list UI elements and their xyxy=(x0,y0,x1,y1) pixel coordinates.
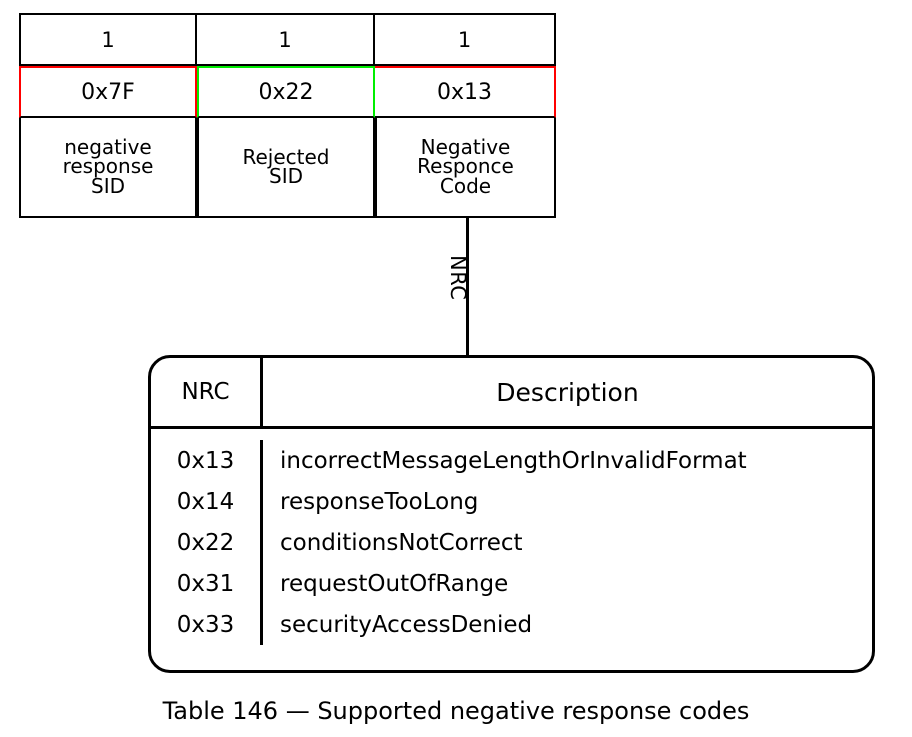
frame-name-cell-2: Rejected SID xyxy=(197,118,375,218)
frame-name-line: negative xyxy=(64,135,152,160)
nrc-code-table: NRC Description 0x13 incorrectMessageLen… xyxy=(148,355,875,673)
nrc-row-description: requestOutOfRange xyxy=(280,570,509,597)
nrc-table-header-row: NRC Description xyxy=(151,358,872,429)
frame-name-line: Negative xyxy=(420,135,511,160)
message-frame-table: 1 1 1 0x7F 0x22 0x13 negative response S… xyxy=(19,13,556,218)
table-row: 0x13 incorrectMessageLengthOrInvalidForm… xyxy=(151,440,872,481)
table-row: 0x22 conditionsNotCorrect xyxy=(151,522,872,563)
frame-name-line: Code xyxy=(439,173,492,198)
frame-name-line: response xyxy=(62,154,154,179)
frame-value-cell-negative-response-sid: 0x7F xyxy=(19,66,197,118)
frame-name-line: SID xyxy=(269,164,303,188)
frame-name-row: negative response SID Rejected SID Negat… xyxy=(19,118,556,218)
nrc-body-spacer xyxy=(151,429,872,440)
nrc-row-description: incorrectMessageLengthOrInvalidFormat xyxy=(280,447,747,474)
nrc-row-code: 0x22 xyxy=(151,522,263,563)
nrc-row-description: responseTooLong xyxy=(280,488,479,515)
frame-name-line: Responce xyxy=(417,154,514,179)
frame-name-line: Rejected xyxy=(242,144,330,169)
nrc-row-code: 0x31 xyxy=(151,563,263,604)
table-row: 0x14 responseTooLong xyxy=(151,481,872,522)
connector-label-nrc: NRC xyxy=(446,255,470,301)
frame-value-row: 0x7F 0x22 0x13 xyxy=(19,66,556,118)
frame-name-line: SID xyxy=(91,173,125,198)
frame-name-cell-3: Negative Responce Code xyxy=(375,118,556,218)
frame-value-cell-rejected-sid: 0x22 xyxy=(197,66,375,118)
frame-length-cell-3: 1 xyxy=(375,13,556,66)
table-caption: Table 146 — Supported negative response … xyxy=(162,697,750,725)
nrc-header-description: Description xyxy=(496,377,639,407)
nrc-row-description: conditionsNotCorrect xyxy=(280,529,523,556)
nrc-row-description: securityAccessDenied xyxy=(280,611,533,638)
nrc-row-code: 0x33 xyxy=(151,604,263,645)
nrc-row-code: 0x14 xyxy=(151,481,263,522)
frame-length-row: 1 1 1 xyxy=(19,13,556,66)
nrc-header-code: NRC xyxy=(151,358,263,426)
frame-name-cell-1: negative response SID xyxy=(19,118,197,218)
table-row: 0x31 requestOutOfRange xyxy=(151,563,872,604)
nrc-table-body: 0x13 incorrectMessageLengthOrInvalidForm… xyxy=(151,429,872,645)
frame-value-cell-nrc: 0x13 xyxy=(375,66,556,118)
nrc-row-code: 0x13 xyxy=(151,440,263,481)
frame-length-cell-2: 1 xyxy=(197,13,375,66)
table-row: 0x33 securityAccessDenied xyxy=(151,604,872,645)
frame-length-cell-1: 1 xyxy=(19,13,197,66)
connector-line xyxy=(466,218,469,357)
